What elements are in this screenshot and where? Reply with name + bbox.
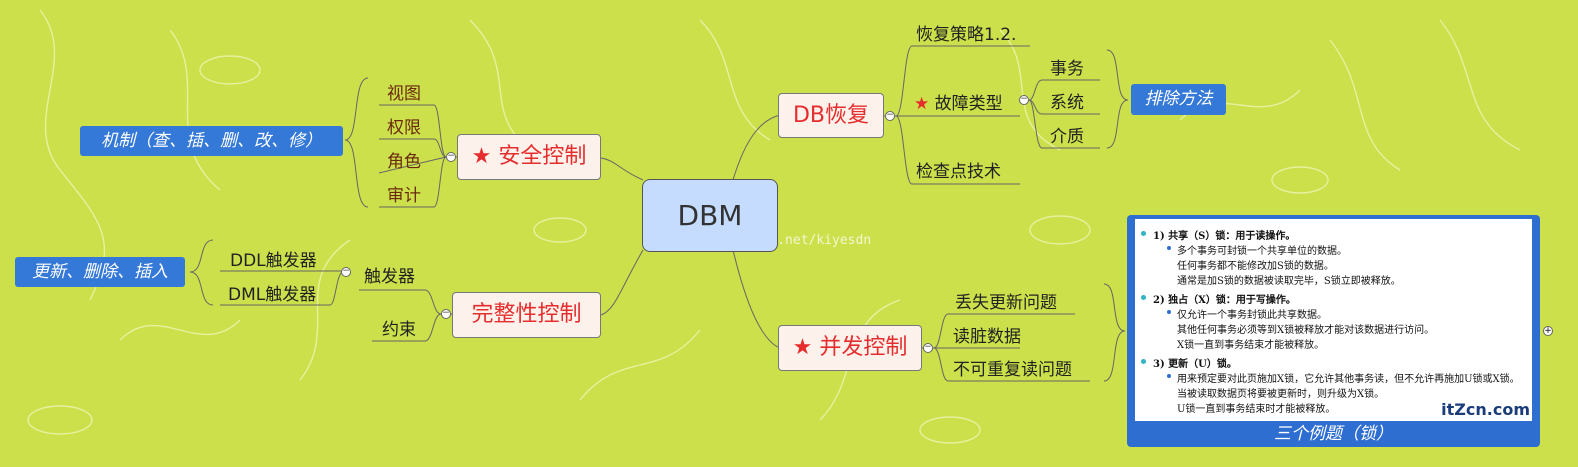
- fault-type-label: 故障类型: [934, 94, 1003, 114]
- star-icon: ★: [471, 144, 492, 169]
- fault-remedy-tag[interactable]: 排除方法: [1131, 84, 1226, 115]
- lock-section-2-line: 仅允许一个事务封锁此共享数据。: [1167, 306, 1532, 321]
- root-node[interactable]: DBM: [642, 179, 778, 252]
- lock-examples-image: 1) 共享（S）锁：用于读操作。 多个事务可封锁一个共享单位的数据。 任何事务都…: [1135, 219, 1532, 421]
- db-recovery-label: DB恢复: [792, 103, 870, 128]
- integrity-control-label: 完整性控制: [471, 302, 582, 327]
- lock-section-1-line: 通常是加S锁的数据被读取完毕，S锁立即被释放。: [1177, 276, 1401, 287]
- root-label: DBM: [677, 199, 743, 232]
- lock-section-3-head: 3) 更新（U）锁。: [1141, 355, 1532, 370]
- fault-type-node[interactable]: ★ 故障类型: [914, 89, 1003, 114]
- expand-image-toggle[interactable]: +: [1543, 326, 1553, 336]
- lock-section-2-line: X锁一直到事务结束才能被释放。: [1177, 340, 1325, 351]
- security-control-label: 安全控制: [498, 144, 587, 169]
- concurrency-child-nonrepeatable-read[interactable]: 不可重复读问题: [953, 360, 1072, 380]
- recovery-strategy-node[interactable]: 恢复策略1.2.: [916, 25, 1017, 45]
- collapse-integrity-toggle[interactable]: −: [441, 308, 451, 319]
- lock-section-1-line: 任何事务都不能修改加S锁的数据。: [1177, 261, 1334, 272]
- collapse-trigger-toggle[interactable]: −: [341, 266, 351, 277]
- star-icon: ★: [914, 94, 930, 114]
- security-child-view[interactable]: 视图: [387, 84, 421, 104]
- lock-section-3-line: U锁一直到事务结束时才能被释放。: [1177, 404, 1336, 415]
- collapse-recovery-toggle[interactable]: −: [885, 110, 895, 121]
- lock-section-3-line: 当被读取数据页将要被更新时，则升级为X锁。: [1177, 389, 1385, 400]
- concurrency-child-lost-update[interactable]: 丢失更新问题: [955, 293, 1057, 313]
- concurrency-control-label: 并发控制: [819, 335, 908, 360]
- concurrency-control-node[interactable]: ★ 并发控制: [778, 325, 922, 371]
- lock-examples-image-node[interactable]: 1) 共享（S）锁：用于读操作。 多个事务可封锁一个共享单位的数据。 任何事务都…: [1127, 215, 1540, 447]
- concurrency-child-dirty-read[interactable]: 读脏数据: [953, 327, 1021, 347]
- db-recovery-node[interactable]: DB恢复: [778, 93, 884, 138]
- star-icon: ★: [792, 335, 813, 360]
- fault-child-transaction[interactable]: 事务: [1050, 59, 1084, 79]
- security-child-role[interactable]: 角色: [387, 152, 421, 172]
- trigger-events-tag[interactable]: 更新、删除、插入: [15, 257, 185, 287]
- lock-section-3-line: 用来预定要对此页施加X锁，它允许其他事务读，但不允许再施加U锁或X锁。: [1167, 370, 1532, 385]
- collapse-security-toggle[interactable]: −: [446, 151, 456, 162]
- lock-section-2-line: 其他任何事务必须等到X锁被释放才能对该数据进行访问。: [1177, 325, 1435, 336]
- fault-child-system[interactable]: 系统: [1050, 93, 1084, 113]
- trigger-node[interactable]: 触发器: [364, 267, 415, 287]
- fault-child-media[interactable]: 介质: [1050, 127, 1084, 147]
- lock-section-1-head: 1) 共享（S）锁：用于读操作。: [1141, 227, 1532, 242]
- trigger-child-ddl[interactable]: DDL触发器: [230, 251, 317, 271]
- site-logo: itZcn.com: [1441, 400, 1530, 419]
- collapse-fault-toggle[interactable]: −: [1019, 94, 1029, 105]
- constraint-node[interactable]: 约束: [382, 320, 416, 340]
- security-mechanism-tag[interactable]: 机制（查、插、删、改、修）: [80, 126, 343, 156]
- lock-section-1-line: 多个事务可封锁一个共享单位的数据。: [1167, 242, 1532, 257]
- lock-examples-caption: 三个例题（锁）: [1274, 424, 1393, 444]
- security-child-audit[interactable]: 审计: [387, 186, 421, 206]
- collapse-concurrency-toggle[interactable]: −: [923, 342, 933, 353]
- lock-section-2-head: 2) 独占（X）锁：用于写操作。: [1141, 291, 1532, 306]
- security-control-node[interactable]: ★ 安全控制: [457, 134, 601, 180]
- trigger-child-dml[interactable]: DML触发器: [228, 285, 317, 305]
- integrity-control-node[interactable]: 完整性控制: [452, 292, 601, 338]
- checkpoint-node[interactable]: 检查点技术: [916, 162, 1001, 182]
- security-child-permission[interactable]: 权限: [387, 118, 421, 138]
